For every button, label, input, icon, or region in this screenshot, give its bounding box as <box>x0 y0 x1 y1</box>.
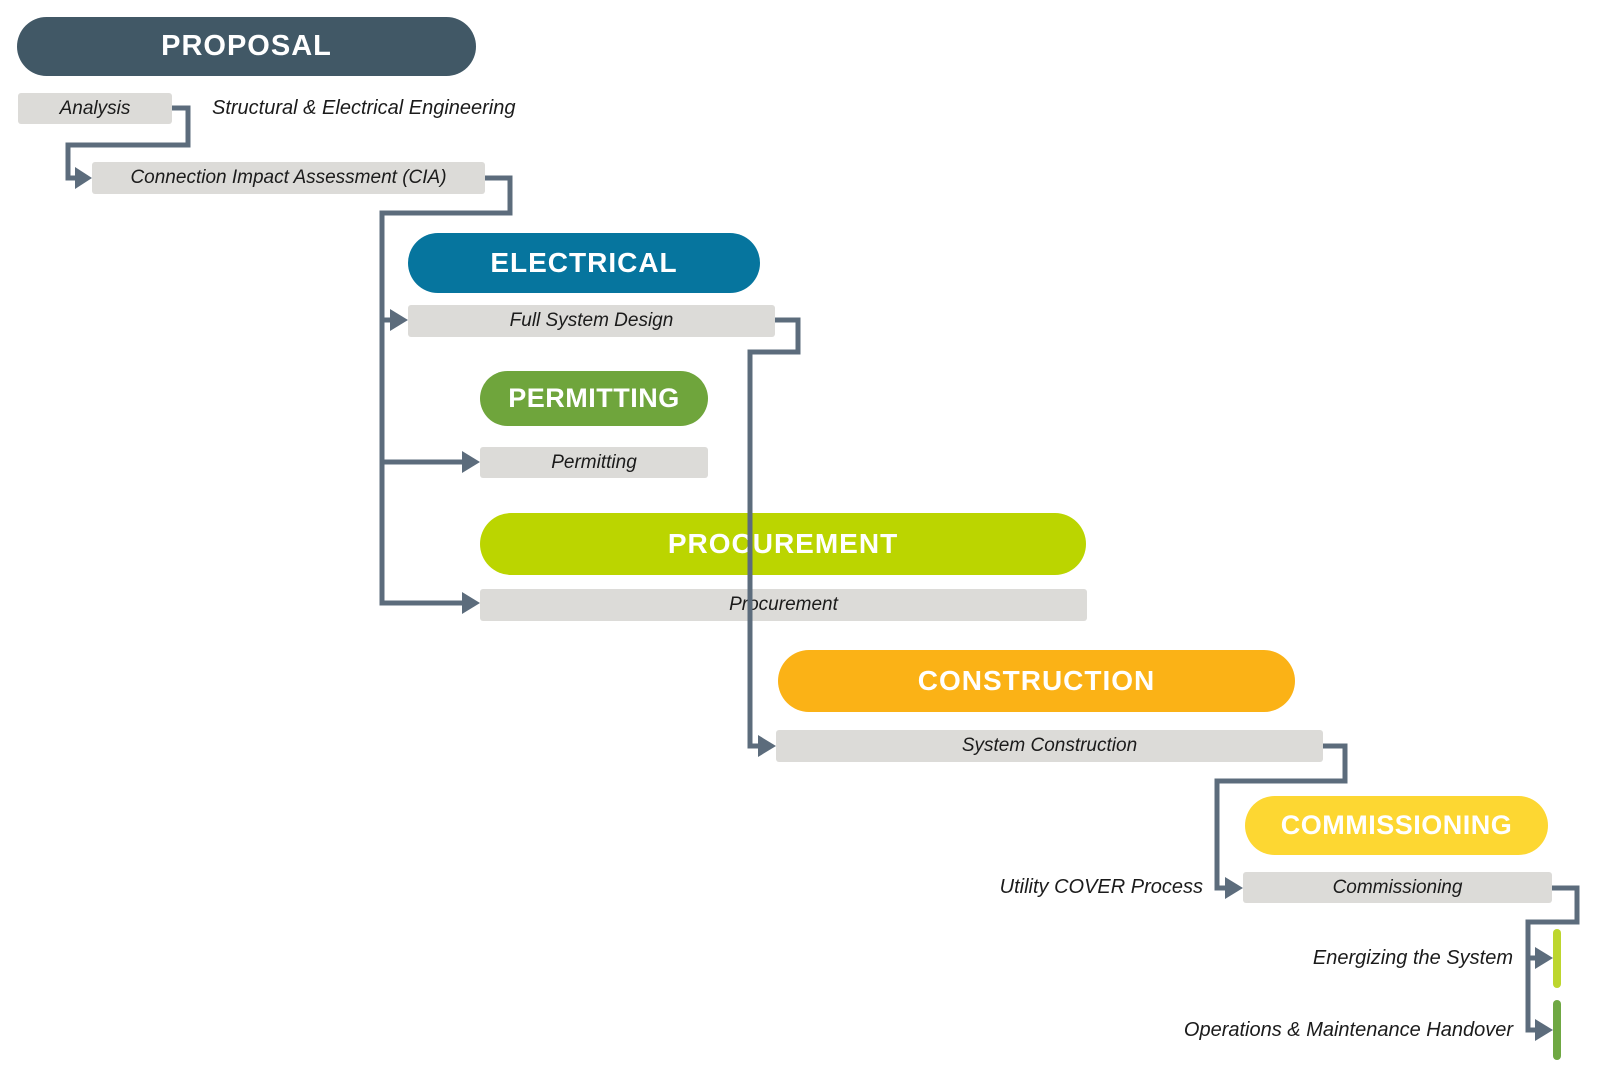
task-bar-procurement: Procurement <box>480 589 1087 621</box>
task-bar-commissioning: Commissioning <box>1243 872 1552 903</box>
phase-pill-proposal: PROPOSAL <box>17 17 476 76</box>
task-bar-analysis: Analysis <box>18 93 172 124</box>
arrowhead-cia <box>75 167 92 189</box>
arrowhead-energizing <box>1535 947 1553 969</box>
annotation-operations-maintenance-handover: Operations & Maintenance Handover <box>1183 1019 1513 1041</box>
arrowhead-commissioning <box>1225 877 1243 899</box>
task-bar-full-system-design: Full System Design <box>408 305 775 337</box>
arrowhead-permitting <box>462 451 480 473</box>
arrowhead-handover <box>1535 1019 1553 1041</box>
milestone-bar-energizing <box>1553 929 1561 988</box>
annotation-structural-electrical-engineering: Structural & Electrical Engineering <box>212 97 516 119</box>
arrowhead-procurement <box>462 592 480 614</box>
annotation-utility-cover-process: Utility COVER Process <box>999 876 1203 898</box>
phase-pill-procurement: PROCUREMENT <box>480 513 1086 575</box>
phase-pill-commissioning: COMMISSIONING <box>1245 796 1548 855</box>
task-bar-permitting: Permitting <box>480 447 708 478</box>
phase-pill-permitting: PERMITTING <box>480 371 708 426</box>
arrowhead-system-construction <box>758 735 776 757</box>
arrowhead-full-system-design <box>390 309 408 331</box>
phase-pill-construction: CONSTRUCTION <box>778 650 1295 712</box>
task-bar-system-construction: System Construction <box>776 730 1323 762</box>
annotation-energizing-the-system: Energizing the System <box>1312 947 1513 969</box>
milestone-bar-handover <box>1553 1000 1561 1060</box>
phase-pill-electrical: ELECTRICAL <box>408 233 760 293</box>
task-bar-connection-impact-assessment: Connection Impact Assessment (CIA) <box>92 162 485 194</box>
